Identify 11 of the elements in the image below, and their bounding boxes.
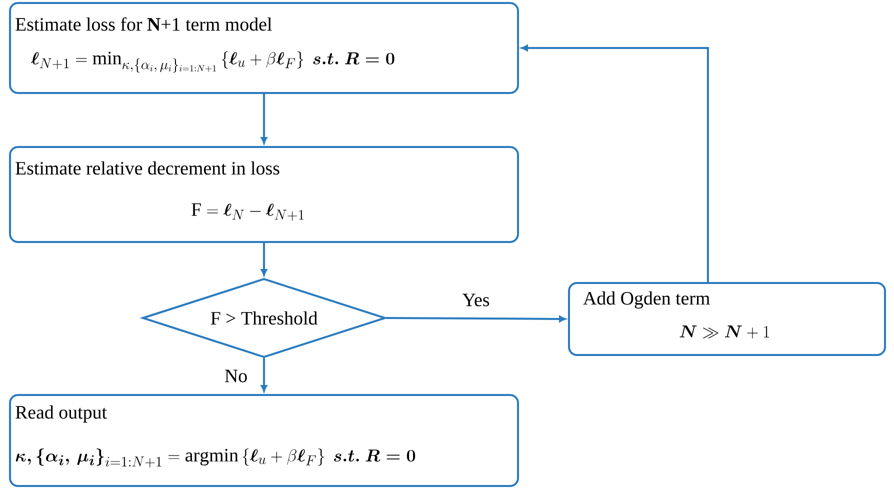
process-box: Read output $\boldsymbol{\kappa,\{\alpha_i,\,\mu_i\}}_{i=1:N+1} = \mathrm{argmin}\left\{\boldsymbol{\ell}_u + \beta\boldsymbol{\ell}_F\right\}\ \boldsymbol{s.t.\ R = 0}$ [9,394,519,487]
process-box: Estimate loss for N+1 term model $\boldsymbol{\ell}_{N+1} = \min_{\kappa,\{\alpha_i,\,\mu_i\}_{i=1:N+1}} \left\{\boldsymbol{\ell}_u + \beta\boldsymbol{\ell}_F\right\}\ \boldsymbol{s.t.\ R = 0}$ [9,2,519,94]
arrow [260,94,268,144]
arrow [521,44,709,282]
process-box: Add Ogden term $\boldsymbol{N} \gg \boldsymbol{N} + 1$ [568,282,886,356]
arrow [386,316,566,322]
arrow [260,358,268,392]
arrow [260,243,268,276]
edge-label: Yes [461,292,491,308]
edge-label: No [223,368,249,384]
process-box: Estimate relative decrement in loss $\mathrm{F} = \boldsymbol{\ell}_N - \boldsymbol{\ell}_{N+1}$ [9,146,519,243]
